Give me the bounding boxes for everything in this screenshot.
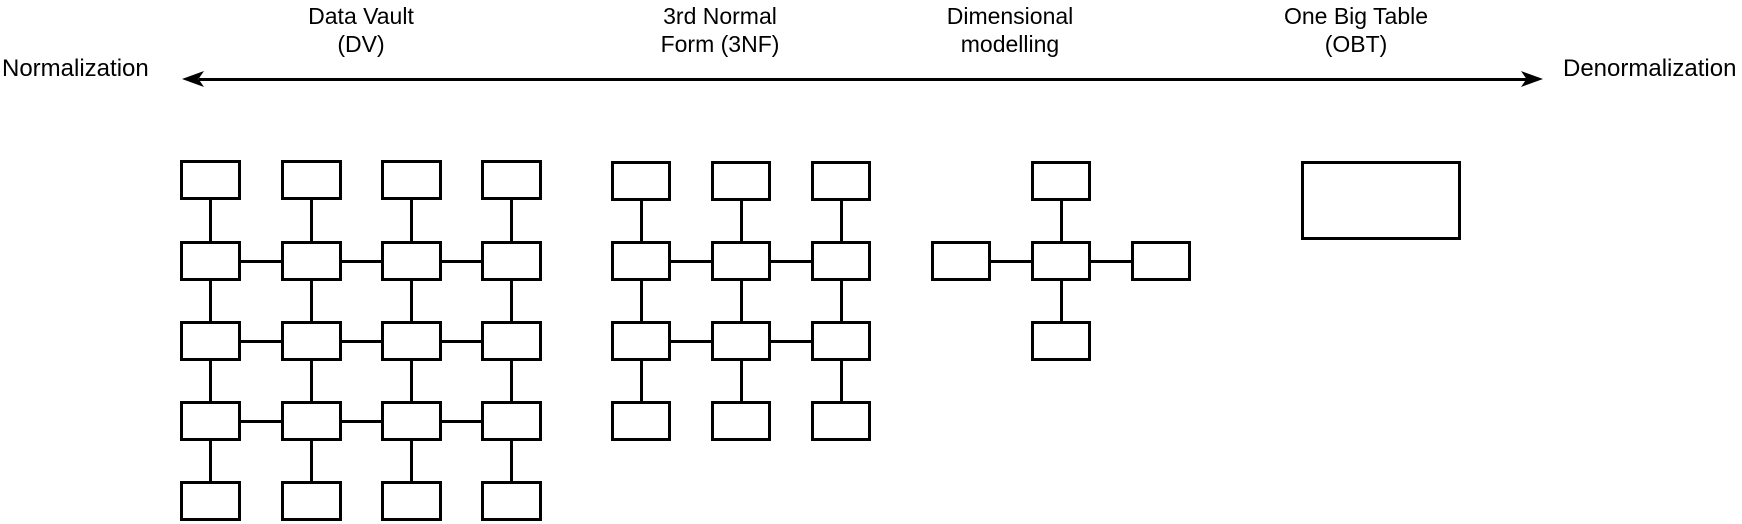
- table-box: [1031, 161, 1091, 201]
- connector-line: [241, 339, 281, 343]
- table-box: [711, 401, 771, 441]
- connector-line: [839, 201, 843, 241]
- connector-line: [310, 361, 313, 401]
- table-box: [711, 321, 771, 361]
- table-box: [1131, 241, 1191, 281]
- connector-line: [209, 200, 212, 241]
- label-text: 3rd Normal: [663, 3, 777, 29]
- table-box: [481, 241, 542, 281]
- arrow-head-left-icon: [182, 71, 204, 87]
- label-text: (OBT): [1324, 31, 1388, 57]
- connector-line: [209, 441, 212, 481]
- table-box: [381, 241, 442, 281]
- table-box: [281, 160, 342, 200]
- table-box: [931, 241, 991, 281]
- connector-line: [442, 339, 481, 343]
- connector-line: [639, 281, 643, 321]
- table-box: [481, 321, 542, 361]
- table-box: [281, 321, 342, 361]
- table-box: [180, 401, 241, 441]
- table-box: [1031, 321, 1091, 361]
- table-box: [281, 481, 342, 521]
- table-box: [381, 481, 442, 521]
- table-box: [1031, 241, 1091, 281]
- connector-line: [1059, 201, 1063, 241]
- connector-line: [342, 339, 381, 343]
- label-text: Data Vault: [308, 3, 414, 29]
- connector-line: [310, 281, 313, 321]
- label-text: (DV): [337, 31, 385, 57]
- table-box: [180, 481, 241, 521]
- connector-line: [342, 259, 381, 263]
- table-box: [180, 241, 241, 281]
- connector-line: [410, 200, 413, 241]
- label-dimensional-modelling: Dimensional modelling: [947, 2, 1074, 58]
- connector-line: [442, 259, 481, 263]
- table-box: [381, 321, 442, 361]
- connector-line: [839, 361, 843, 401]
- label-text: Dimensional: [946, 3, 1074, 29]
- connector-line: [1059, 281, 1063, 321]
- connector-line: [639, 361, 643, 401]
- connector-line: [739, 201, 743, 241]
- connector-line: [991, 259, 1031, 263]
- connector-line: [241, 259, 281, 263]
- connector-line: [510, 361, 513, 401]
- table-box: [611, 321, 671, 361]
- table-box: [381, 401, 442, 441]
- table-box: [811, 241, 871, 281]
- arrow-shaft: [198, 77, 1527, 81]
- table-box: [381, 160, 442, 200]
- table-box: [811, 401, 871, 441]
- table-box: [1301, 161, 1461, 240]
- connector-line: [310, 200, 313, 241]
- label-data-vault: Data Vault (DV): [308, 2, 414, 58]
- connector-line: [639, 201, 643, 241]
- connector-line: [671, 339, 711, 343]
- label-3nf: 3rd Normal Form (3NF): [661, 2, 780, 58]
- table-box: [611, 161, 671, 201]
- connector-line: [771, 339, 811, 343]
- axis-label-normalization: Normalization: [2, 55, 149, 82]
- axis-label-denormalization: Denormalization: [1563, 55, 1737, 82]
- connector-line: [510, 281, 513, 321]
- connector-line: [410, 361, 413, 401]
- table-box: [611, 401, 671, 441]
- table-box: [811, 321, 871, 361]
- table-box: [180, 321, 241, 361]
- connector-line: [510, 200, 513, 241]
- connector-line: [739, 281, 743, 321]
- arrow-head-right-icon: [1521, 71, 1543, 87]
- label-text: One Big Table: [1283, 3, 1429, 29]
- connector-line: [510, 441, 513, 481]
- label-text: Form (3NF): [660, 31, 780, 57]
- table-box: [711, 161, 771, 201]
- table-box: [711, 241, 771, 281]
- connector-line: [739, 361, 743, 401]
- connector-line: [410, 281, 413, 321]
- connector-line: [671, 259, 711, 263]
- connector-line: [839, 281, 843, 321]
- connector-line: [771, 259, 811, 263]
- connector-line: [342, 419, 381, 423]
- table-box: [180, 160, 241, 200]
- connector-line: [442, 419, 481, 423]
- table-box: [811, 161, 871, 201]
- table-box: [611, 241, 671, 281]
- label-text: modelling: [960, 31, 1060, 57]
- table-box: [281, 401, 342, 441]
- table-box: [481, 160, 542, 200]
- label-one-big-table: One Big Table (OBT): [1284, 2, 1428, 58]
- table-box: [481, 481, 542, 521]
- connector-line: [1091, 259, 1131, 263]
- connector-line: [209, 281, 212, 321]
- table-box: [481, 401, 542, 441]
- connector-line: [410, 441, 413, 481]
- table-box: [281, 241, 342, 281]
- connector-line: [310, 441, 313, 481]
- connector-line: [209, 361, 212, 401]
- connector-line: [241, 419, 281, 423]
